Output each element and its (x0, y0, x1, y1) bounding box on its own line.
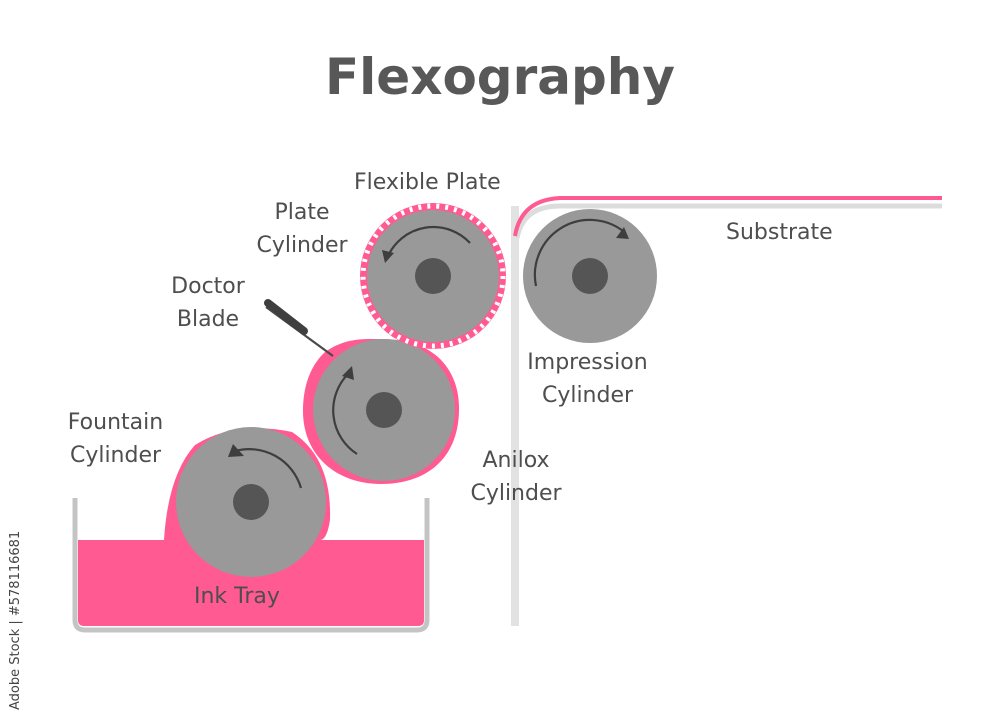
rotation-arrow-icon (332, 373, 358, 455)
label-fountain-cylinder: Fountain Cylinder (48, 406, 183, 472)
label-line: Fountain (67, 410, 164, 435)
rotation-arrow-icon (387, 225, 471, 257)
frame-divider (511, 206, 519, 626)
diagram-title: Flexography (325, 48, 675, 106)
fountain-cylinder (164, 427, 331, 577)
label-line: Cylinder (256, 233, 348, 258)
substrate-web (513, 196, 942, 237)
label-anilox-cylinder: Anilox Cylinder (456, 444, 576, 510)
impression-cylinder (523, 209, 657, 343)
label-line: Anilox (482, 448, 550, 473)
ink-in-tray (78, 540, 424, 626)
label-impression-cylinder: Impression Cylinder (505, 346, 670, 412)
label-line: Doctor (171, 274, 245, 299)
label-line: Impression (527, 350, 648, 375)
impression-cylinder-hub (572, 258, 608, 294)
rotation-arrow-icon (533, 218, 624, 287)
label-doctor-blade: Doctor Blade (158, 270, 258, 336)
substrate-backing (514, 203, 942, 239)
arrowhead-icon (342, 366, 354, 380)
anilox-cylinder-hub (366, 392, 402, 428)
arrowhead-icon (616, 227, 629, 239)
anilox-cylinder (303, 338, 460, 484)
label-line: Cylinder (69, 443, 162, 468)
label-flexible-plate: Flexible Plate (354, 170, 501, 195)
arrowhead-icon (382, 250, 394, 263)
flexible-plate-segments (360, 203, 506, 349)
label-ink-tray: Ink Tray (194, 584, 280, 609)
plate-cylinder (360, 203, 506, 349)
doctor-blade (264, 299, 334, 357)
watermark-text: Adobe Stock | #578116681 (8, 531, 23, 710)
arrowhead-icon (228, 444, 244, 457)
label-plate-cylinder: Plate Cylinder (243, 196, 361, 262)
fountain-cylinder-hub (233, 484, 269, 520)
ink-tray (72, 498, 430, 633)
stock-watermark: Adobe Stock | #578116681 (8, 531, 23, 710)
label-substrate: Substrate (726, 220, 833, 245)
label-line: Blade (176, 307, 240, 332)
label-line: Cylinder (470, 481, 562, 506)
plate-cylinder-hub (415, 258, 451, 294)
label-line: Plate (274, 200, 330, 225)
rotation-arrow-icon (234, 448, 303, 489)
label-line: Cylinder (541, 383, 634, 408)
